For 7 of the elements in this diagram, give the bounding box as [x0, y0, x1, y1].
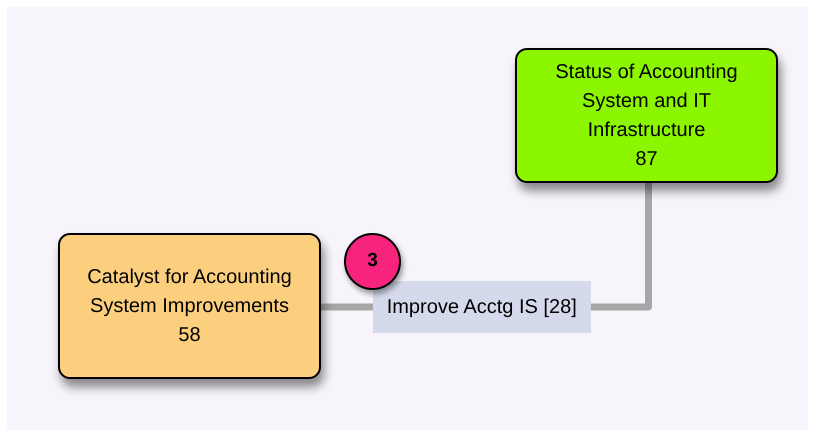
node-score: 58	[178, 322, 201, 348]
edge-label: Improve Acctg IS [28]	[372, 281, 591, 333]
node-score: 87	[635, 146, 658, 172]
node-title: Catalyst for Accounting System Improvements	[86, 264, 293, 318]
process-box	[515, 48, 778, 183]
node-title: Status of Accounting System and IT Infrastructure	[554, 60, 739, 142]
process-box	[58, 233, 321, 379]
